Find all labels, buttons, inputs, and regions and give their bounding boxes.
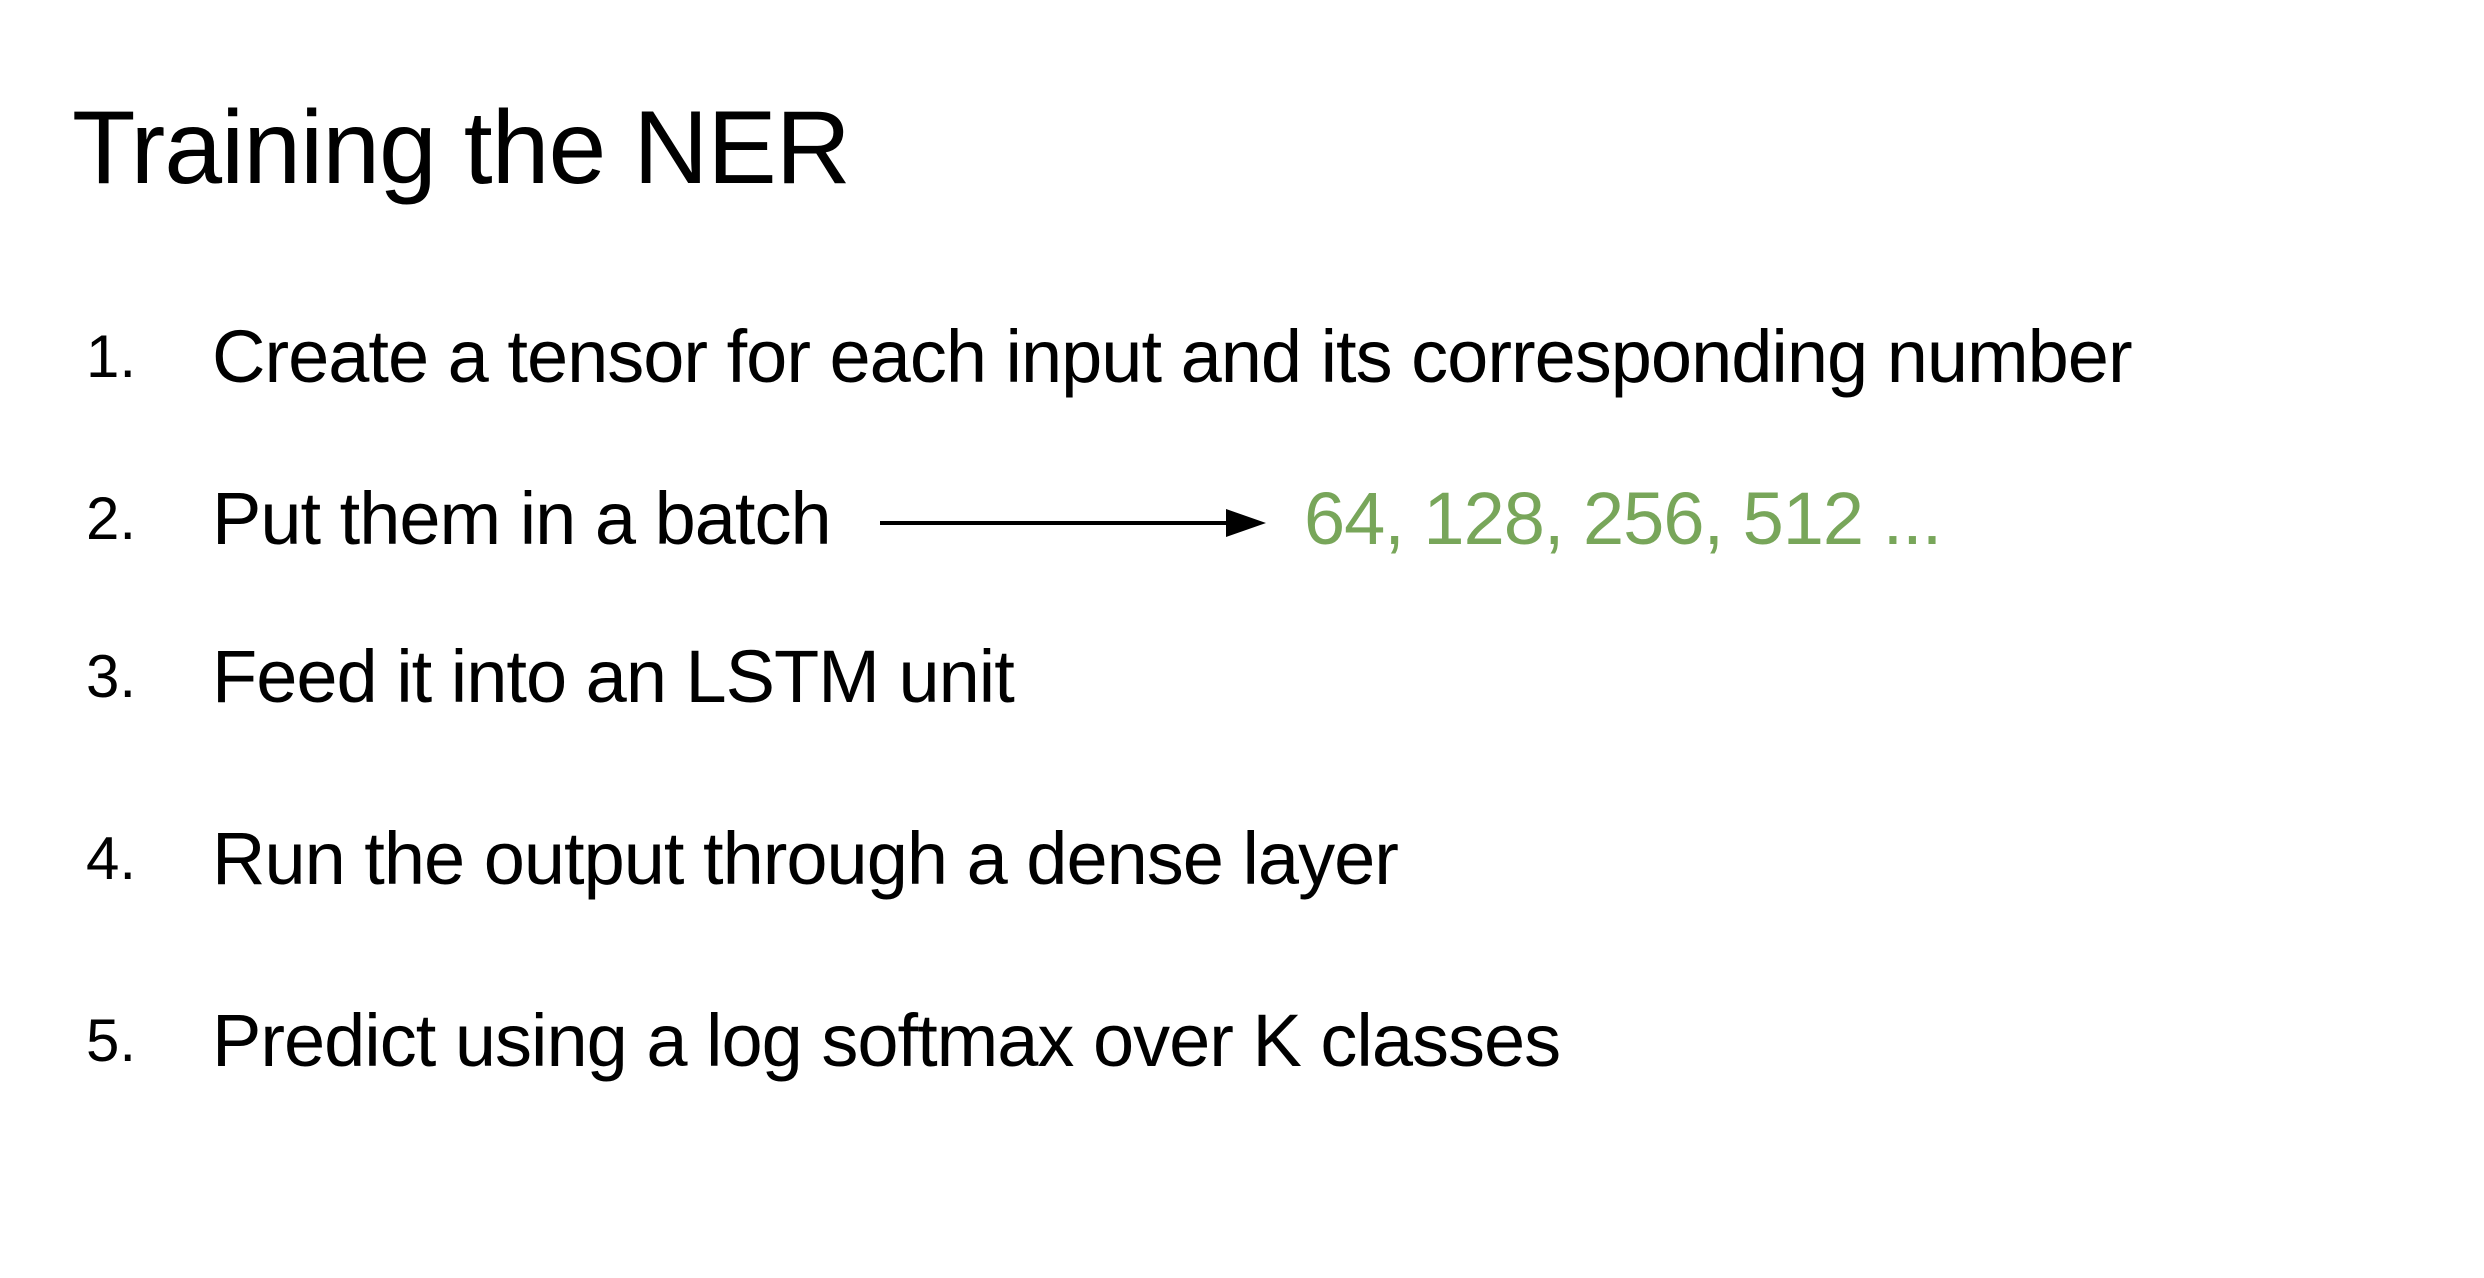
list-item: 1. Create a tensor for each input and it… (0, 312, 2484, 402)
list-item: 3. Feed it into an LSTM unit (0, 632, 2484, 722)
list-item: 2. Put them in a batch (0, 474, 2484, 564)
slide-title: Training the NER (72, 90, 851, 206)
right-arrow-icon (880, 509, 1266, 537)
step-number: 4. (86, 825, 137, 892)
step-text: Put them in a batch (212, 477, 832, 560)
step-number: 1. (86, 323, 137, 390)
step-text: Create a tensor for each input and its c… (212, 315, 2133, 398)
list-item: 5. Predict using a log softmax over K cl… (0, 996, 2484, 1086)
batch-size-examples: 64, 128, 256, 512 ... (1304, 477, 1942, 560)
step-number: 3. (86, 643, 137, 710)
step-number: 5. (86, 1007, 137, 1074)
step-number: 2. (86, 485, 137, 552)
list-item: 4. Run the output through a dense layer (0, 814, 2484, 904)
step-text: Feed it into an LSTM unit (212, 635, 1015, 718)
step-text: Run the output through a dense layer (212, 817, 1399, 900)
step-text: Predict using a log softmax over K class… (212, 999, 1561, 1082)
